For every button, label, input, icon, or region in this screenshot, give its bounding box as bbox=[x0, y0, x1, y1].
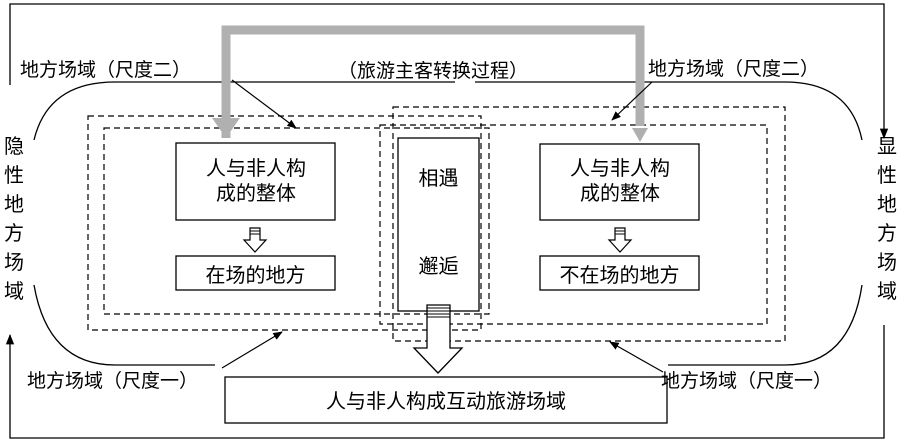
big-bracket-right bbox=[475, 81, 863, 141]
scale-two-right-label: 地方场域（尺度二） bbox=[648, 58, 820, 80]
scale-one-right-pointer bbox=[609, 341, 664, 373]
left-whole-box bbox=[175, 142, 336, 221]
right-inner-dashed-frame bbox=[379, 124, 768, 325]
encounter-overlap-box bbox=[397, 137, 480, 312]
encounter-text: 相遇 bbox=[418, 166, 459, 190]
scale-two-right-pointer bbox=[611, 81, 653, 121]
process-label: （旅游主客转换过程） bbox=[338, 60, 529, 82]
left-outer-dashed-frame bbox=[87, 115, 482, 331]
explicit-place-field-label: 显性地方场域 bbox=[877, 134, 897, 303]
process-arrow-head-left bbox=[212, 118, 240, 138]
implicit-place-field-label: 隐性地方场域 bbox=[4, 134, 24, 303]
process-arrow-head-right bbox=[632, 128, 648, 142]
outer-loop-bottom-line bbox=[5, 325, 885, 439]
scale-two-left-label: 地方场域（尺度二） bbox=[20, 59, 192, 81]
big-bracket-right-bottom bbox=[668, 284, 863, 366]
left-down-arrow bbox=[242, 227, 268, 253]
right-outer-dashed-frame bbox=[392, 106, 786, 342]
chance-meeting-text: 邂逅 bbox=[418, 254, 459, 278]
right-place-text: 不在场的地方 bbox=[559, 263, 680, 287]
big-bracket-left bbox=[33, 81, 455, 141]
left-whole-text: 人与非人构成的整体 bbox=[206, 156, 306, 205]
bottom-interaction-box bbox=[224, 376, 668, 424]
right-place-box bbox=[539, 255, 700, 291]
left-place-box bbox=[175, 255, 336, 291]
big-bracket-left-bottom bbox=[33, 284, 215, 366]
process-arrow bbox=[221, 25, 645, 138]
scale-two-left-pointer bbox=[231, 79, 297, 129]
bottom-interaction-text: 人与非人构成互动旅游场域 bbox=[326, 389, 566, 413]
main-down-arrow bbox=[412, 304, 464, 374]
outer-loop-top-line bbox=[9, 3, 889, 140]
left-place-text: 在场的地方 bbox=[205, 263, 306, 287]
right-down-arrow bbox=[607, 227, 633, 253]
scale-one-left-pointer bbox=[221, 331, 283, 369]
right-whole-text: 人与非人构成的整体 bbox=[570, 156, 670, 205]
right-whole-box bbox=[539, 143, 700, 221]
scale-one-right-label: 地方场域（尺度一） bbox=[661, 370, 833, 392]
scale-one-left-label: 地方场域（尺度一） bbox=[27, 370, 199, 392]
